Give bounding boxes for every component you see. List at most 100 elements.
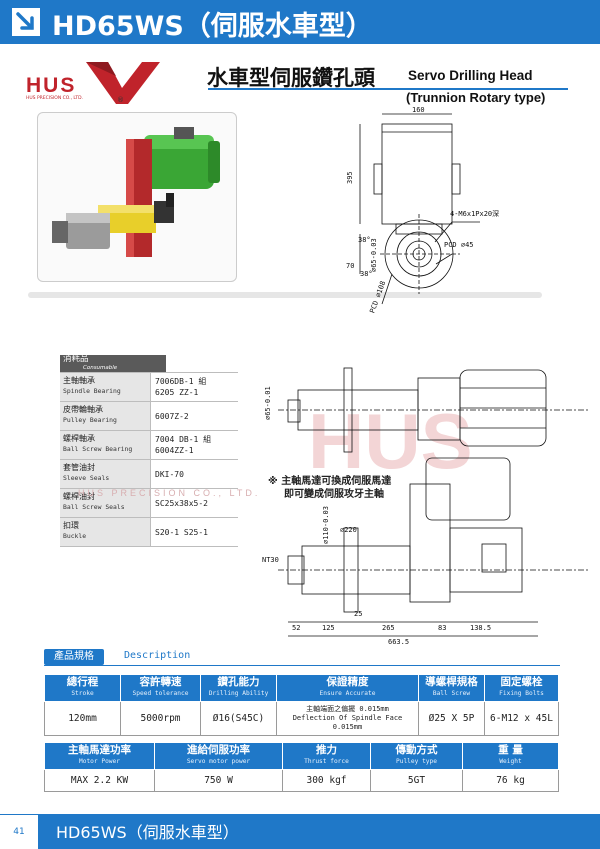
dim-265: 265	[382, 624, 395, 632]
watermark-logo: HUS	[308, 397, 473, 485]
col-header-zh: 鑽孔能力	[217, 676, 260, 688]
col-header-zh: 傳動方式	[395, 744, 438, 756]
col-header-en: Servo motor power	[186, 758, 251, 765]
row-label-zh: 皮帶輪軸承	[63, 405, 103, 414]
title-underline	[208, 88, 568, 90]
row-value: 7004 DB-1 組	[155, 435, 212, 444]
row-value: 6205 ZZ-1	[155, 388, 199, 397]
row-label-zh: 主軸軸承	[63, 376, 95, 385]
spec-accuracy: 主軸端面之偏擺 0.015mm Deflection Of Spindle Fa…	[276, 701, 419, 736]
col-header-zh: 推力	[316, 744, 337, 756]
spec-pulley: 5GT	[370, 769, 463, 792]
spec-fixing-bolts: 6-M12 x 45L	[484, 701, 559, 736]
dim-od-upper: ∅65-0.01	[264, 386, 272, 420]
spec-divider	[44, 665, 560, 666]
dim-138-5: 138.5	[470, 624, 491, 632]
col-header: 總行程 Stroke	[44, 674, 121, 702]
dim-70: 70	[346, 262, 354, 270]
col-header-en: Weight	[499, 758, 522, 765]
spindle-note-1: ※ 主軸馬達可換成伺服馬達	[268, 476, 392, 487]
dim-nt30: NT30	[262, 556, 279, 564]
row-label-en: Ball Screw Bearing	[63, 445, 133, 453]
col-header-en: Fixing Bolts	[499, 690, 544, 697]
row-label-en: Pulley Bearing	[63, 416, 117, 424]
spec-description-label: Description	[124, 650, 191, 661]
row-label-en: Sleeve Seals	[63, 474, 110, 482]
row-value: 7006DB-1 組	[155, 377, 207, 386]
row-value: 6004ZZ-1	[155, 446, 194, 455]
row-label-en: Buckle	[63, 532, 87, 540]
dim-395: 395	[346, 171, 354, 184]
product-title-en: Servo Drilling Head	[408, 68, 533, 83]
col-header-zh: 容許轉速	[139, 676, 182, 688]
spec-stroke: 120mm	[44, 701, 121, 736]
consumables-header-zh: 消耗品	[63, 354, 89, 364]
col-header-en: Ensure Accurate	[319, 690, 376, 697]
spec-ball-screw: Ø25 X 5P	[418, 701, 485, 736]
spec-motor-power: MAX 2.2 KW	[44, 769, 155, 792]
col-header-en: Drilling Ability	[208, 690, 269, 697]
row-label-zh: 螺桿油封	[63, 492, 95, 501]
col-header: 容許轉速 Speed tolerance	[120, 674, 201, 702]
spec-table-1: 總行程 Stroke 容許轉速 Speed tolerance 鑽孔能力 Drilli…	[44, 674, 559, 736]
spec-servo-power: 750 W	[154, 769, 283, 792]
spec-speed: 5000rpm	[120, 701, 201, 736]
dim-52: 52	[292, 624, 300, 632]
page-number: 41	[0, 814, 38, 849]
product-photo	[37, 112, 237, 282]
dim-angle-2: 38°	[360, 270, 373, 278]
dim-125: 125	[322, 624, 335, 632]
dim-od-lower: ∅110-0.03	[322, 506, 330, 544]
dim-bore: ∅65-0.03	[370, 238, 378, 272]
col-header: 傳動方式 Pulley type	[370, 742, 463, 770]
table-row: 螺桿軸承 Ball Screw Bearing 7004 DB-1 組 6004ZZ…	[60, 431, 238, 460]
dim-25: 25	[354, 610, 362, 618]
row-value: DKI-70	[155, 469, 184, 479]
col-header-zh: 總行程	[66, 676, 99, 688]
col-header: 鑽孔能力 Drilling Ability	[200, 674, 277, 702]
col-header: 保證精度 Ensure Accurate	[276, 674, 419, 702]
dim-220: ∅220	[340, 526, 357, 534]
side-view-drawing: HUS ∅65-0.01 ∅110-0.03 ∅	[248, 348, 598, 648]
page-title: HD65WS（伺服水車型）	[52, 11, 373, 42]
col-header-en: Stroke	[71, 690, 94, 697]
col-header: 固定螺栓 Fixing Bolts	[484, 674, 559, 702]
spec-drilling: Ø16(S45C)	[200, 701, 277, 736]
hus-logo: HUS HUS PRECISION CO., LTD. ®	[24, 58, 164, 110]
divider-bar	[28, 292, 542, 298]
spec-weight: 76 kg	[462, 769, 559, 792]
logo-tagline: HUS PRECISION CO., LTD.	[26, 96, 83, 101]
consumables-header: 消耗品 Consumable	[60, 355, 166, 372]
dim-160: 160	[412, 106, 425, 114]
col-header-en: Pulley type	[396, 758, 437, 765]
footer-title: HD65WS（伺服水車型）	[56, 823, 239, 842]
col-header-en: Speed tolerance	[132, 690, 189, 697]
product-title-zh: 水車型伺服鑽孔頭	[207, 66, 375, 90]
row-value: S20-1 S25-1	[155, 527, 208, 537]
row-label-zh: 螺桿軸承	[63, 434, 95, 443]
dim-83: 83	[438, 624, 446, 632]
spec-tab: 產品規格	[44, 649, 104, 665]
spec-thrust: 300 kgf	[282, 769, 371, 792]
row-label-en: Ball Screw Seals	[63, 503, 125, 511]
spindle-note-2: 即可變成伺服攻牙主軸	[284, 489, 384, 500]
col-header-zh: 固定螺栓	[500, 676, 543, 688]
col-header-zh: 主軸馬達功率	[68, 744, 131, 756]
dim-pcd-45: PCD ∅45	[444, 241, 474, 249]
page-header: HD65WS（伺服水車型）	[0, 0, 600, 44]
front-view-drawing: 160 395 38° 70 38° 4-M6x1Px20深 PCD ∅45 P…	[340, 104, 570, 314]
col-header-zh: 保證精度	[326, 676, 369, 688]
registered-mark: ®	[117, 96, 124, 104]
product-subtitle-en: (Trunnion Rotary type)	[406, 90, 546, 105]
